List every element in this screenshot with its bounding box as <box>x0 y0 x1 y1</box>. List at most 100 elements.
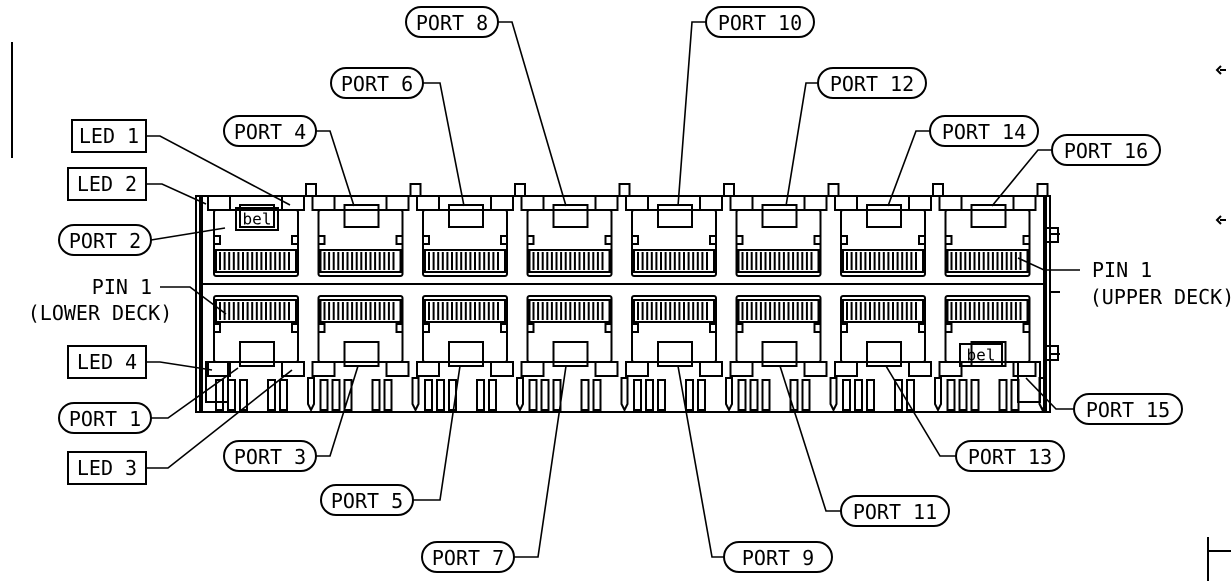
led-label-led3: LED 3 <box>77 456 137 480</box>
solder-pin <box>580 379 590 411</box>
pin1-lower-line1: PIN 1 <box>92 275 152 299</box>
led-label-led1-frame <box>71 119 147 153</box>
corner-window <box>205 361 229 403</box>
led-window <box>803 361 828 377</box>
led-window <box>490 361 514 377</box>
port-label-p12: PORT 12 <box>830 72 914 96</box>
lower-latch-window <box>866 341 902 367</box>
housing-clip <box>735 235 744 245</box>
housing-clip <box>500 235 508 245</box>
edge-arrow <box>1215 65 1226 75</box>
leader-line <box>150 227 226 241</box>
housing-clip <box>840 235 848 245</box>
solder-pin <box>737 379 747 411</box>
led-window <box>803 195 828 211</box>
leader-line <box>514 365 567 558</box>
led-window <box>1012 361 1037 377</box>
leader-line <box>160 286 227 315</box>
port-label-p1-frame <box>58 402 152 434</box>
housing-clip <box>944 235 953 245</box>
leader-line <box>146 135 291 206</box>
bel-logo <box>959 343 1003 367</box>
top-peg <box>723 183 735 197</box>
solder-pin <box>371 379 381 411</box>
upper-contact-slot <box>633 249 715 273</box>
solder-pin <box>239 379 248 411</box>
solder-pin <box>488 379 497 411</box>
board-lock-pin <box>829 377 838 413</box>
upper-latch-window <box>761 204 798 228</box>
solder-pin <box>697 379 706 411</box>
housing-clip <box>709 235 717 245</box>
solder-pin <box>633 379 642 411</box>
led-window <box>281 195 305 211</box>
pin1-upper-line1: PIN 1 <box>1092 258 1152 282</box>
board-lock-pin <box>934 377 942 413</box>
led-label-led2-frame <box>67 167 147 201</box>
port-label-p16: PORT 16 <box>1064 139 1148 163</box>
housing-clip <box>395 235 404 245</box>
housing-clip <box>213 235 221 245</box>
edge-arrow <box>1215 215 1226 225</box>
upper-contact-slot <box>946 249 1029 273</box>
housing-clip <box>526 323 535 333</box>
led-window <box>416 361 440 377</box>
bel-logo-text: bel <box>243 210 272 229</box>
leader-line <box>887 130 930 207</box>
housing-clip <box>422 323 430 333</box>
solder-pin <box>215 379 224 411</box>
housing-clip <box>213 323 221 333</box>
port-label-p7-frame <box>421 541 515 573</box>
lower-latch-window <box>657 341 693 367</box>
housing-clip <box>709 323 717 333</box>
port-label-p16-frame <box>1051 134 1161 166</box>
port-label-p11: PORT 11 <box>853 500 937 524</box>
port-label-p12-frame <box>817 67 927 99</box>
port-label-p4-frame <box>223 115 317 147</box>
housing-clip <box>604 323 613 333</box>
top-peg <box>1036 183 1049 197</box>
leader-line <box>885 365 956 457</box>
solder-pin <box>424 379 433 411</box>
solder-pin <box>749 379 759 411</box>
led-window <box>699 361 723 377</box>
leader-line <box>146 369 293 469</box>
port-label-p6: PORT 6 <box>341 72 413 96</box>
led-window <box>699 195 723 211</box>
housing-clip <box>944 323 953 333</box>
led-window <box>625 195 649 211</box>
led-window <box>729 195 754 211</box>
port-label-p5-frame <box>320 484 414 516</box>
upper-latch-window <box>866 204 902 228</box>
led-window <box>729 361 754 377</box>
bel-logo-text: bel <box>967 346 996 365</box>
upper-contact-slot <box>319 249 402 273</box>
leader-line <box>151 367 239 419</box>
solder-pin <box>946 379 956 411</box>
lower-latch-window <box>343 341 380 367</box>
led-window <box>520 195 545 211</box>
housing-clip <box>291 323 299 333</box>
upper-latch-window <box>239 204 275 228</box>
led-window <box>311 195 336 211</box>
housing-clip <box>526 235 535 245</box>
leader-line <box>423 82 465 207</box>
solder-pin <box>476 379 485 411</box>
board-lock-pin <box>411 377 420 413</box>
solder-pin <box>343 379 353 411</box>
led-window <box>625 361 649 377</box>
upper-contact-slot <box>842 249 924 273</box>
lower-contact-slot <box>424 299 506 323</box>
port-label-p8-frame <box>405 6 499 38</box>
lower-contact-slot <box>842 299 924 323</box>
solder-pin <box>970 379 980 411</box>
led-window <box>385 361 410 377</box>
led-window <box>1012 195 1037 211</box>
housing-clip <box>500 323 508 333</box>
led-window <box>908 195 932 211</box>
solder-pin <box>958 379 968 411</box>
led-window <box>281 361 305 377</box>
solder-pin <box>383 379 393 411</box>
led-window <box>594 195 619 211</box>
